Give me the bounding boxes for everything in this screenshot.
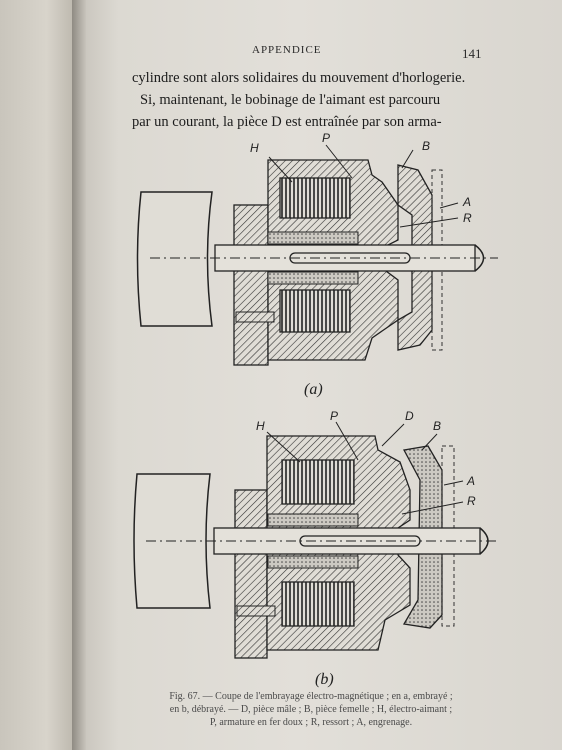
label-a-h: H bbox=[250, 141, 259, 155]
housing-a-left bbox=[233, 204, 269, 366]
shaft-end-a bbox=[474, 244, 485, 272]
body-text-line-2: Si, maintenant, le bobinage de l'aimant … bbox=[140, 92, 441, 108]
diagram-b: H P D B A R (b) bbox=[133, 409, 500, 688]
caption-line-2: en b, débrayé. — D, pièce mâle ; B, pièc… bbox=[169, 704, 453, 715]
label-a-b: B bbox=[422, 139, 430, 153]
label-b-h: H bbox=[256, 419, 265, 433]
caption-line-3: P, armature en fer doux ; R, ressort ; A… bbox=[209, 717, 413, 728]
diagram-a: H P B A R (a) bbox=[136, 131, 498, 398]
spring-b-lower bbox=[267, 555, 359, 569]
body-text-line-3: par un courant, la pièce D est entraînée… bbox=[132, 114, 442, 130]
drum-a bbox=[136, 191, 213, 327]
label-b-a: A bbox=[466, 474, 475, 488]
body-text-line-1: cylindre sont alors solidaires du mouvem… bbox=[132, 70, 466, 86]
figure-a-tag: (a) bbox=[304, 381, 323, 398]
screw-b bbox=[236, 605, 276, 617]
book-gutter bbox=[72, 0, 86, 750]
spring-a bbox=[267, 231, 359, 245]
label-b-d: D bbox=[405, 409, 414, 423]
label-a-p: P bbox=[322, 131, 330, 145]
spring-b bbox=[267, 513, 359, 527]
screw-a bbox=[235, 311, 275, 323]
spring-a-lower bbox=[267, 271, 359, 285]
label-b-r: R bbox=[467, 494, 476, 508]
caption-line-1: Fig. 67. — Coupe de l'embrayage électro-… bbox=[169, 691, 453, 702]
label-a-a: A bbox=[462, 195, 471, 209]
coil-b-lower bbox=[281, 581, 355, 627]
coil-b-upper bbox=[281, 459, 355, 505]
running-head: APPENDICE bbox=[252, 44, 322, 56]
coil-a-lower bbox=[279, 289, 351, 333]
label-b-b: B bbox=[433, 419, 441, 433]
coil-a-upper bbox=[279, 177, 351, 219]
label-a-r: R bbox=[463, 211, 472, 225]
label-b-p: P bbox=[330, 409, 338, 423]
housing-b-left bbox=[234, 489, 268, 659]
page-number: 141 bbox=[462, 46, 482, 61]
figure-b-tag: (b) bbox=[315, 671, 334, 688]
left-page bbox=[0, 0, 78, 750]
